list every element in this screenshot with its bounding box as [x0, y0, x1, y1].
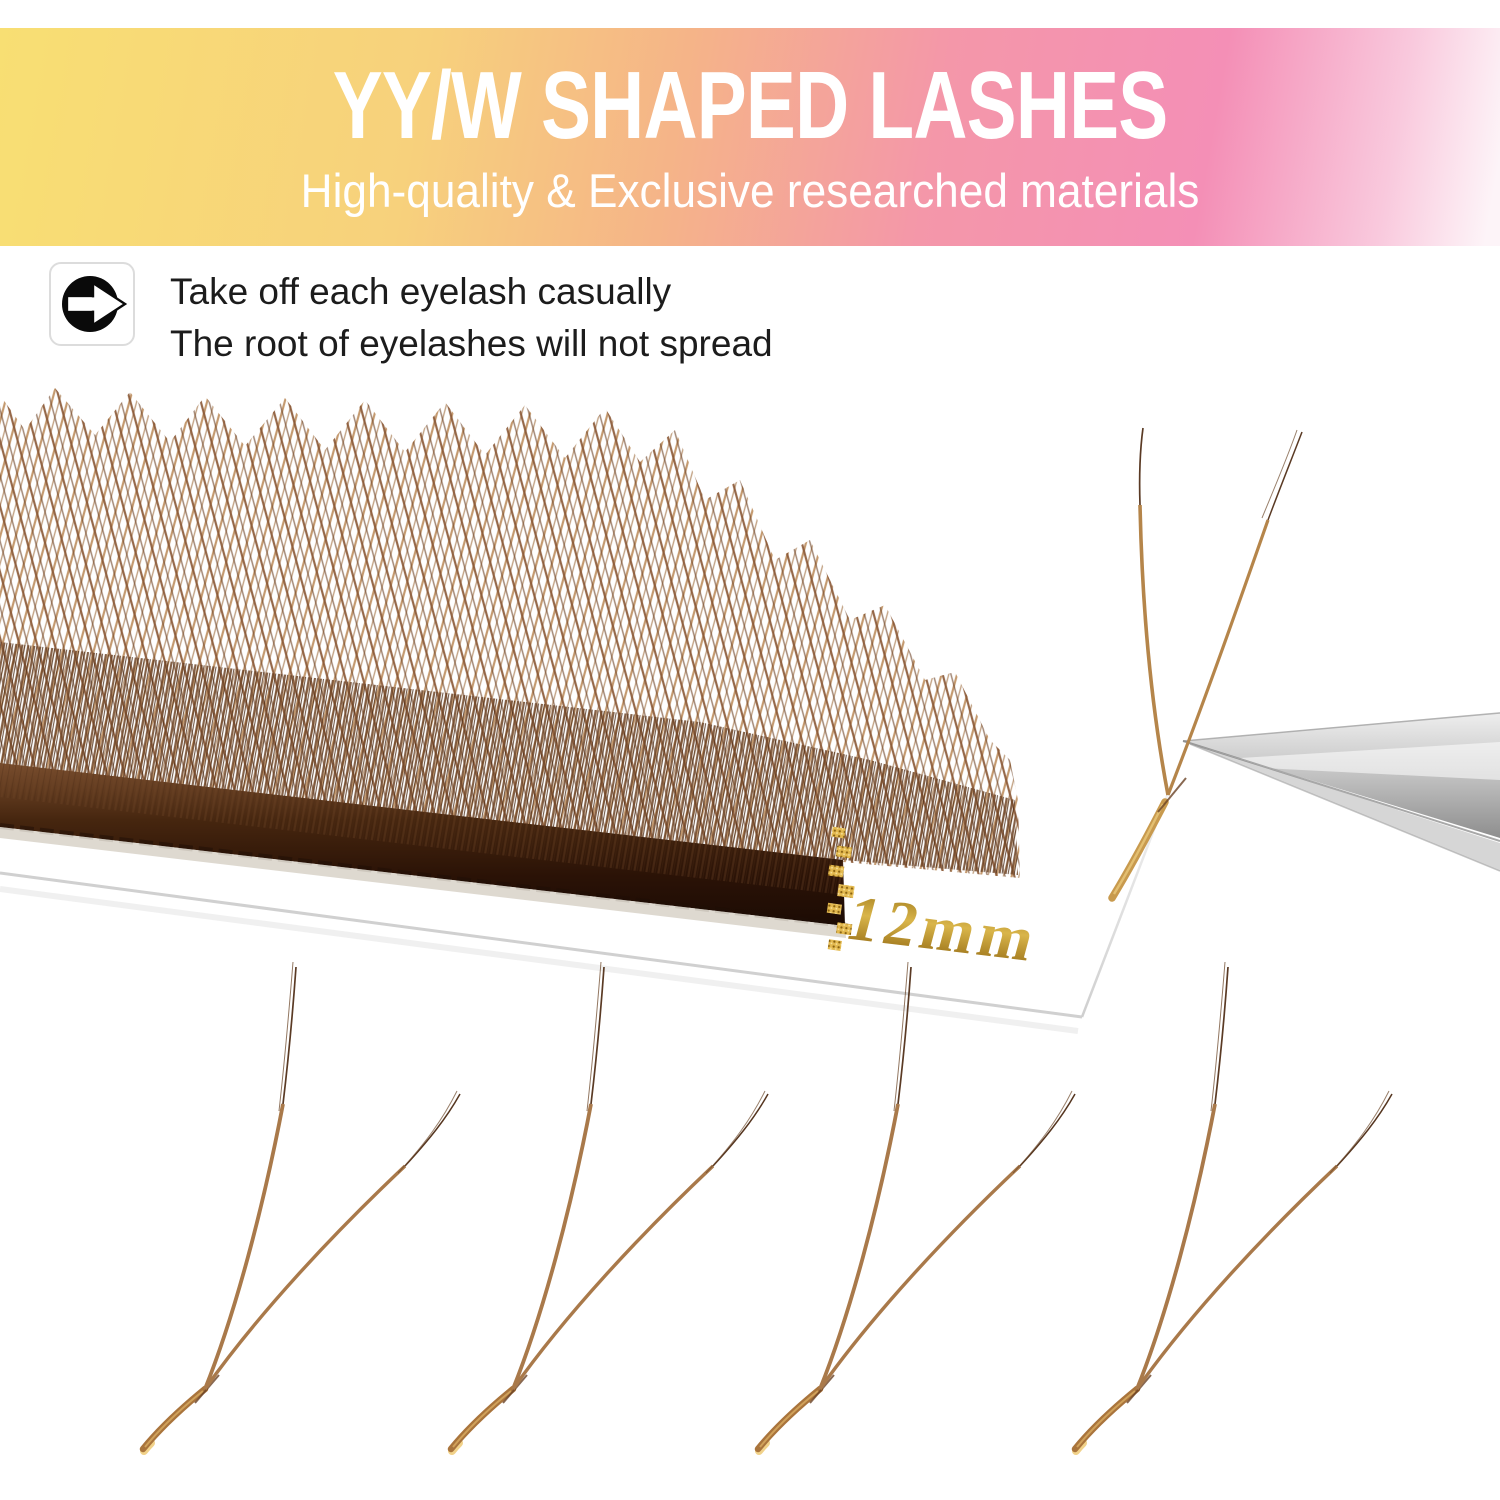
tweezers: [1182, 712, 1500, 872]
yy-lash-2: [451, 962, 768, 1451]
lash-strip-hairs: [0, 388, 1020, 878]
arrow-right-circle-icon: [49, 262, 135, 346]
yy-lash-4: [1075, 962, 1392, 1451]
banner: YY/W SHAPED LASHES High-quality & Exclus…: [0, 28, 1500, 246]
lash-root-band: [0, 763, 846, 938]
feature-line-2: The root of eyelashes will not spread: [170, 323, 773, 364]
banner-subtitle: High-quality & Exclusive researched mate…: [300, 163, 1200, 217]
banner-title: YY/W SHAPED LASHES: [332, 51, 1169, 159]
yy-lash-1: [143, 962, 460, 1451]
arrow-right-circle-glyph: [62, 276, 128, 332]
single-yy-lash: [1108, 427, 1303, 902]
tray-size-label: 12mm: [839, 883, 1047, 975]
yy-lash-row: [143, 962, 1392, 1451]
glitter-strip: [826, 826, 855, 951]
feature-text: Take off each eyelash casually The root …: [170, 266, 773, 370]
yy-lash-3: [758, 962, 1075, 1451]
feature-line-1: Take off each eyelash casually: [170, 271, 672, 312]
